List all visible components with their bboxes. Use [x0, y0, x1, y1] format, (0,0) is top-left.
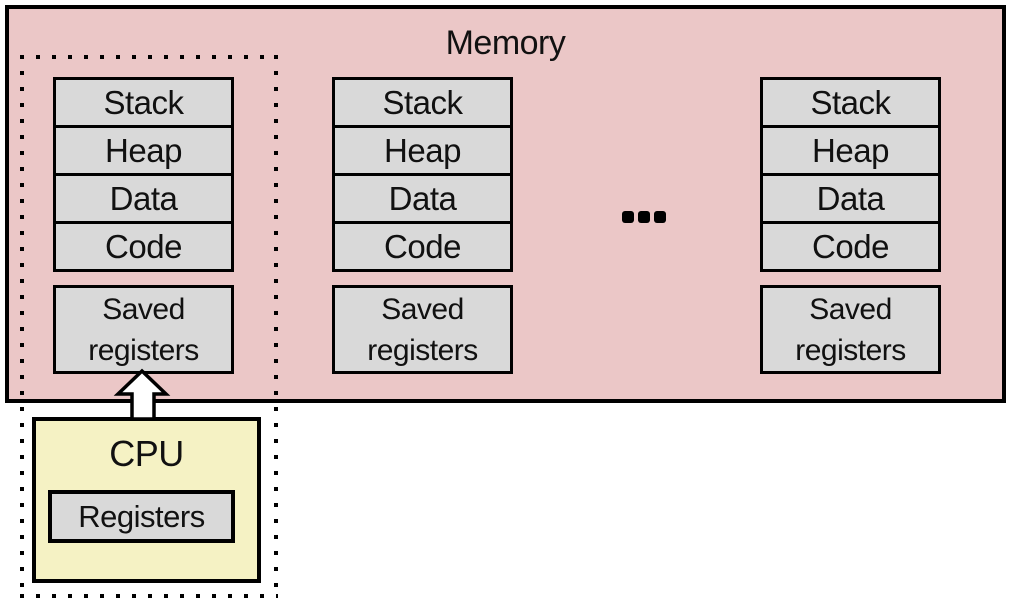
cpu-title: CPU	[109, 433, 184, 474]
segment-heap: Heap	[56, 125, 231, 173]
segment-stack-group: Stack Heap Data Code	[760, 77, 941, 272]
segment-heap: Heap	[763, 125, 938, 173]
segment-stack-group: Stack Heap Data Code	[332, 77, 513, 272]
segment-stack: Stack	[103, 83, 184, 121]
ellipsis-dot	[654, 211, 666, 223]
ellipsis-dot	[638, 211, 650, 223]
segment-stack: Stack	[382, 83, 463, 121]
memory-title: Memory	[445, 24, 566, 62]
saved-registers-box: Saved registers	[53, 285, 234, 374]
saved-registers-box: Saved registers	[332, 285, 513, 374]
saved-registers-box: Saved registers	[760, 285, 941, 374]
segment-code: Code	[335, 221, 510, 269]
ellipsis-dot	[622, 211, 634, 223]
context-dotted-border-right	[274, 55, 278, 598]
context-dotted-border-top	[20, 55, 278, 59]
segment-data: Data	[335, 173, 510, 221]
ellipsis-icon	[622, 211, 666, 223]
segment-data: Data	[763, 173, 938, 221]
segment-stack-group: Stack Heap Data Code	[53, 77, 234, 272]
segment-code: Code	[56, 221, 231, 269]
process-column-3: Stack Heap Data Code Saved registers	[760, 77, 941, 374]
cpu-box: CPU Registers	[32, 417, 261, 583]
segment-code: Code	[763, 221, 938, 269]
context-dotted-border-left	[20, 55, 24, 598]
context-dotted-border-bottom	[20, 594, 278, 598]
segment-stack: Stack	[810, 83, 891, 121]
registers-box: Registers	[48, 490, 235, 543]
segment-heap: Heap	[335, 125, 510, 173]
segment-data: Data	[56, 173, 231, 221]
process-column-2: Stack Heap Data Code Saved registers	[332, 77, 513, 374]
process-column-1: Stack Heap Data Code Saved registers	[53, 77, 234, 374]
